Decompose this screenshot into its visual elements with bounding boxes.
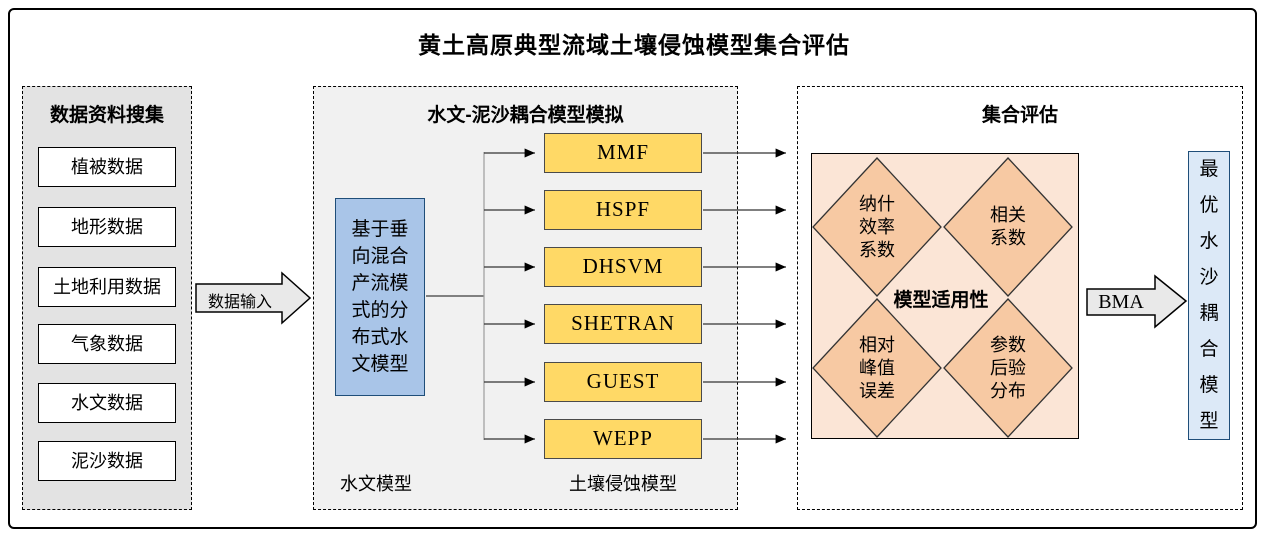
model-box-shetran: SHETRAN xyxy=(544,304,702,344)
data-item-sediment: 泥沙数据 xyxy=(38,441,176,481)
hydrology-model-text: 基于垂向混合产流模式的分布式水文模型 xyxy=(351,219,409,375)
evaluation-header: 集合评估 xyxy=(981,105,1058,126)
hydrology-model-box: 基于垂向混合产流模式的分布式水文模型 xyxy=(335,198,425,396)
criterion-correlation-label: 相关系数 xyxy=(990,205,1026,248)
model-applicability-label: 模型适用性 xyxy=(893,290,989,311)
data-collection-panel: 数据资料搜集 植被数据 地形数据 土地利用数据 气象数据 水文数据 泥沙数据 xyxy=(22,86,192,510)
bma-label: BMA xyxy=(1098,291,1144,313)
model-box-dhsvm: DHSVM xyxy=(544,247,702,287)
diagram-title: 黄土高原典型流域土壤侵蚀模型集合评估 xyxy=(418,32,850,58)
model-box-hspf: HSPF xyxy=(544,190,702,230)
model-box-guest: GUEST xyxy=(544,362,702,402)
simulation-header: 水文-泥沙耦合模型模拟 xyxy=(427,105,624,126)
data-collection-header: 数据资料搜集 xyxy=(49,105,164,126)
data-item-meteorology: 气象数据 xyxy=(38,324,176,364)
criterion-peak-error-label: 相对峰值误差 xyxy=(859,335,895,401)
model-box-wepp: WEPP xyxy=(544,419,702,459)
data-item-vegetation: 植被数据 xyxy=(38,147,176,187)
data-item-hydrology: 水文数据 xyxy=(38,383,176,423)
data-item-landuse: 土地利用数据 xyxy=(38,267,176,307)
model-box-mmf: MMF xyxy=(544,133,702,173)
hydrology-models-label: 水文模型 xyxy=(340,474,412,494)
evaluation-panel: 集合评估 xyxy=(797,86,1243,510)
optimal-model-text: 最优水沙耦合模型 xyxy=(1199,158,1219,432)
criterion-nse-label: 纳什效率系数 xyxy=(859,194,895,260)
data-item-terrain: 地形数据 xyxy=(38,207,176,247)
optimal-model-box: 最优水沙耦合模型 xyxy=(1188,151,1230,440)
data-input-label: 数据输入 xyxy=(207,294,272,311)
criterion-posterior-label: 参数后验分布 xyxy=(990,335,1026,401)
erosion-models-label: 土壤侵蚀模型 xyxy=(569,474,677,494)
